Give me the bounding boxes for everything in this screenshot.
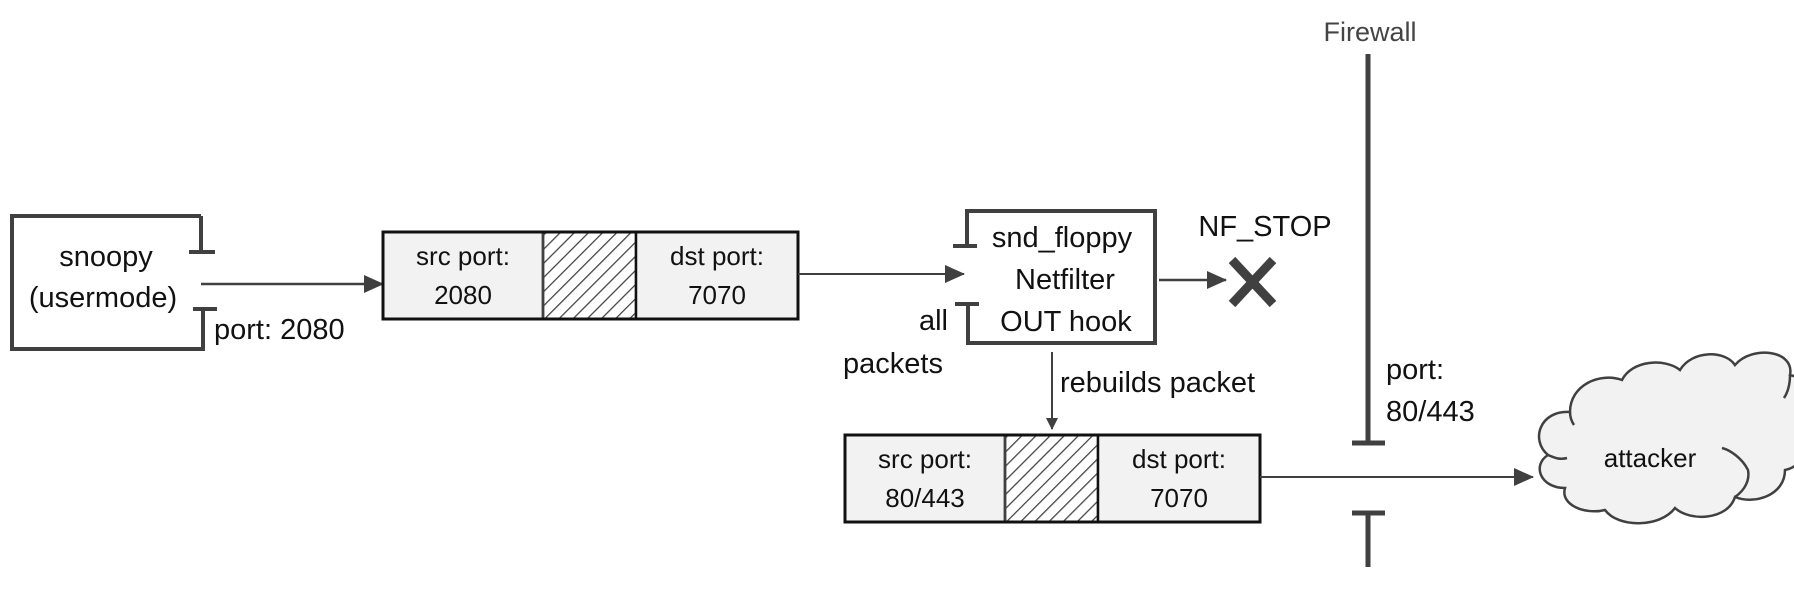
firewall-port-label-1: port: — [1386, 354, 1444, 386]
packet-rebuilt-src-value: 80/443 — [885, 483, 965, 513]
firewall: Firewall port: 80/443 — [1323, 17, 1475, 567]
packet-rebuilt-payload — [1003, 433, 1100, 524]
attacker-label: attacker — [1604, 443, 1697, 473]
packet-original-border — [381, 230, 800, 321]
snoopy-box-border — [10, 214, 205, 351]
cloud-shape — [1537, 351, 1794, 525]
netfilter-hook: snd_floppy Netfilter OUT hook all packet… — [843, 209, 1157, 380]
snoopy-name: snoopy — [59, 241, 153, 273]
packet-original-src-label: src port: — [416, 241, 510, 271]
netfilter-hook-type: OUT hook — [1000, 306, 1132, 338]
firewall-port-label-2: 80/443 — [1386, 396, 1475, 428]
rebuild-label: rebuilds packet — [1060, 367, 1255, 399]
packet-original: src port: 2080 dst port: 7070 — [381, 230, 800, 321]
nf-stop-label: NF_STOP — [1198, 211, 1331, 243]
attacker-cloud: attacker — [1537, 351, 1794, 525]
snoopy-socket-top — [189, 216, 215, 254]
packet-rebuilt-dst-label: dst port: — [1132, 444, 1226, 474]
snoopy-port-label: port: 2080 — [214, 314, 345, 346]
packet-original-src-cell — [381, 230, 545, 321]
snoopy-mode: (usermode) — [29, 282, 177, 314]
packet-rebuilt-border — [843, 433, 1262, 524]
packet-rebuilt: src port: 80/443 dst port: 7070 — [843, 433, 1262, 524]
netfilter-module-name: snd_floppy — [992, 222, 1133, 254]
netfilter-box-border — [965, 209, 1157, 345]
netfilter-input-label-1: all — [919, 305, 948, 337]
packet-rebuilt-src-label: src port: — [878, 444, 972, 474]
firewall-title: Firewall — [1323, 17, 1416, 47]
netfilter-title: Netfilter — [1015, 264, 1115, 296]
packet-original-src-value: 2080 — [434, 280, 492, 310]
packet-original-dst-value: 7070 — [688, 280, 746, 310]
netfilter-input-label-2: packets — [843, 348, 943, 380]
packet-original-dst-label: dst port: — [670, 241, 764, 271]
snoopy-process: snoopy (usermode) port: 2080 — [10, 214, 345, 351]
x-icon — [1228, 256, 1277, 308]
packet-original-payload — [541, 230, 638, 321]
packet-rebuilt-dst-value: 7070 — [1150, 483, 1208, 513]
